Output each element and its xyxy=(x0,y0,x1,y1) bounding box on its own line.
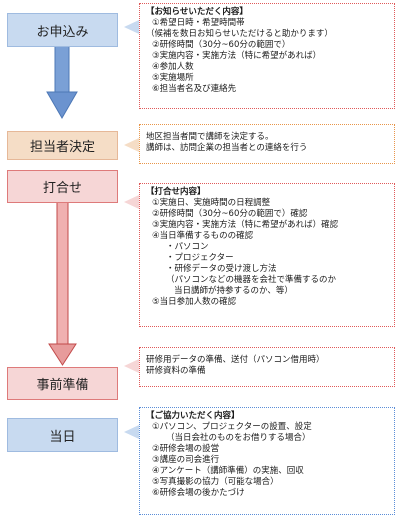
prep-info-box: 研修用データの準備、送付（パソコン借用時） 研修資料の準備 xyxy=(139,347,395,387)
connector-meeting xyxy=(124,195,139,209)
meeting-line: ④当日準備するものの確認 xyxy=(152,231,254,241)
meeting-info-box: 【打合せ内容】 ①実施日、実施時間の日程調整 ②研修時間（30分~60分の範囲で… xyxy=(139,183,395,327)
stage-day-label: 当日 xyxy=(49,429,76,445)
application-info-box: 【お知らせいただく内容】 ①希望日時・希望時間帯 （候補を数日お知らせいただける… xyxy=(139,3,395,109)
day-line: ①パソコン、プロジェクターの設置、設定 xyxy=(152,422,312,432)
meeting-box-header: 【打合せ内容】 xyxy=(146,187,206,197)
prep-line: 研修資料の準備 xyxy=(146,366,206,376)
stage-prep-label: 事前準備 xyxy=(36,378,89,393)
stage-day: 当日 xyxy=(7,418,118,452)
assign-info-box: 地区担当者間で講師を決定する。 講師は、訪問企業の担当者との連絡を行う xyxy=(139,124,395,164)
application-box-header: 【お知らせいただく内容】 xyxy=(146,7,248,17)
day-info-box: 【ご協力いただく内容】 ①パソコン、プロジェクターの設置、設定 （当日会社のもの… xyxy=(139,407,395,515)
stage-meeting-label: 打合せ xyxy=(42,181,82,196)
meeting-line: ②研修時間（30分~60分の範囲で）確認 xyxy=(152,209,308,219)
stage-meeting: 打合せ xyxy=(7,170,118,203)
connector-prep xyxy=(124,359,139,373)
meeting-line: 当日講師が持参するのか、等） xyxy=(174,286,293,296)
meeting-line: ・プロジェクター xyxy=(166,253,234,263)
assign-line: 講師は、訪問企業の担当者との連絡を行う xyxy=(146,143,308,153)
prep-line: 研修用データの準備、送付（パソコン借用時） xyxy=(146,355,325,365)
application-line: ④参加人数 xyxy=(152,62,194,72)
day-line: ③講座の司会進行 xyxy=(152,455,220,465)
stage-assign-label: 担当者決定 xyxy=(29,140,95,155)
meeting-line: ①実施日、実施時間の日程調整 xyxy=(152,198,271,208)
connector-assign xyxy=(124,138,139,152)
meeting-line: ③実施内容・実施方法（特に希望があれば）確認 xyxy=(152,220,339,230)
day-line: （当日会社のものをお借りする場合） xyxy=(166,433,311,443)
meeting-line: ・研修データの受け渡し方法 xyxy=(166,264,277,274)
day-line: ⑥研修会場の後かたづけ xyxy=(152,488,245,498)
assign-line: 地区担当者間で講師を決定する。 xyxy=(146,132,274,142)
stage-application: お申込み xyxy=(7,13,118,47)
stage-assign: 担当者決定 xyxy=(7,131,118,160)
application-line: ③実施内容・実施方法（特に希望があれば） xyxy=(152,51,322,61)
connector-day xyxy=(124,425,139,439)
application-line: ②研修時間（30分~60分の範囲で） xyxy=(152,40,291,50)
meeting-line: ・パソコン xyxy=(166,242,209,252)
stage-prep: 事前準備 xyxy=(7,367,118,400)
application-line: ⑥担当者名及び連絡先 xyxy=(152,84,237,94)
day-line: ②研修会場の設営 xyxy=(152,444,220,454)
down-arrow-red xyxy=(48,201,77,366)
meeting-line: ⑤当日参加人数の確認 xyxy=(152,297,237,307)
meeting-line: （パソコンなどの機器を会社で準備するのか xyxy=(166,275,337,285)
stage-application-label: お申込み xyxy=(36,24,89,40)
application-line: ①希望日時・希望時間帯 xyxy=(152,18,245,28)
connector-application xyxy=(124,20,139,34)
application-line: （候補を数日お知らせいただけると助かります） xyxy=(146,29,333,39)
down-arrow-blue xyxy=(46,45,78,120)
day-line: ④アンケート（講師準備）の実施、回収 xyxy=(152,466,304,476)
day-box-header: 【ご協力いただく内容】 xyxy=(146,411,240,421)
application-line: ⑤実施場所 xyxy=(152,73,194,83)
day-line: ⑤写真撮影の協力（可能な場合） xyxy=(152,477,279,487)
